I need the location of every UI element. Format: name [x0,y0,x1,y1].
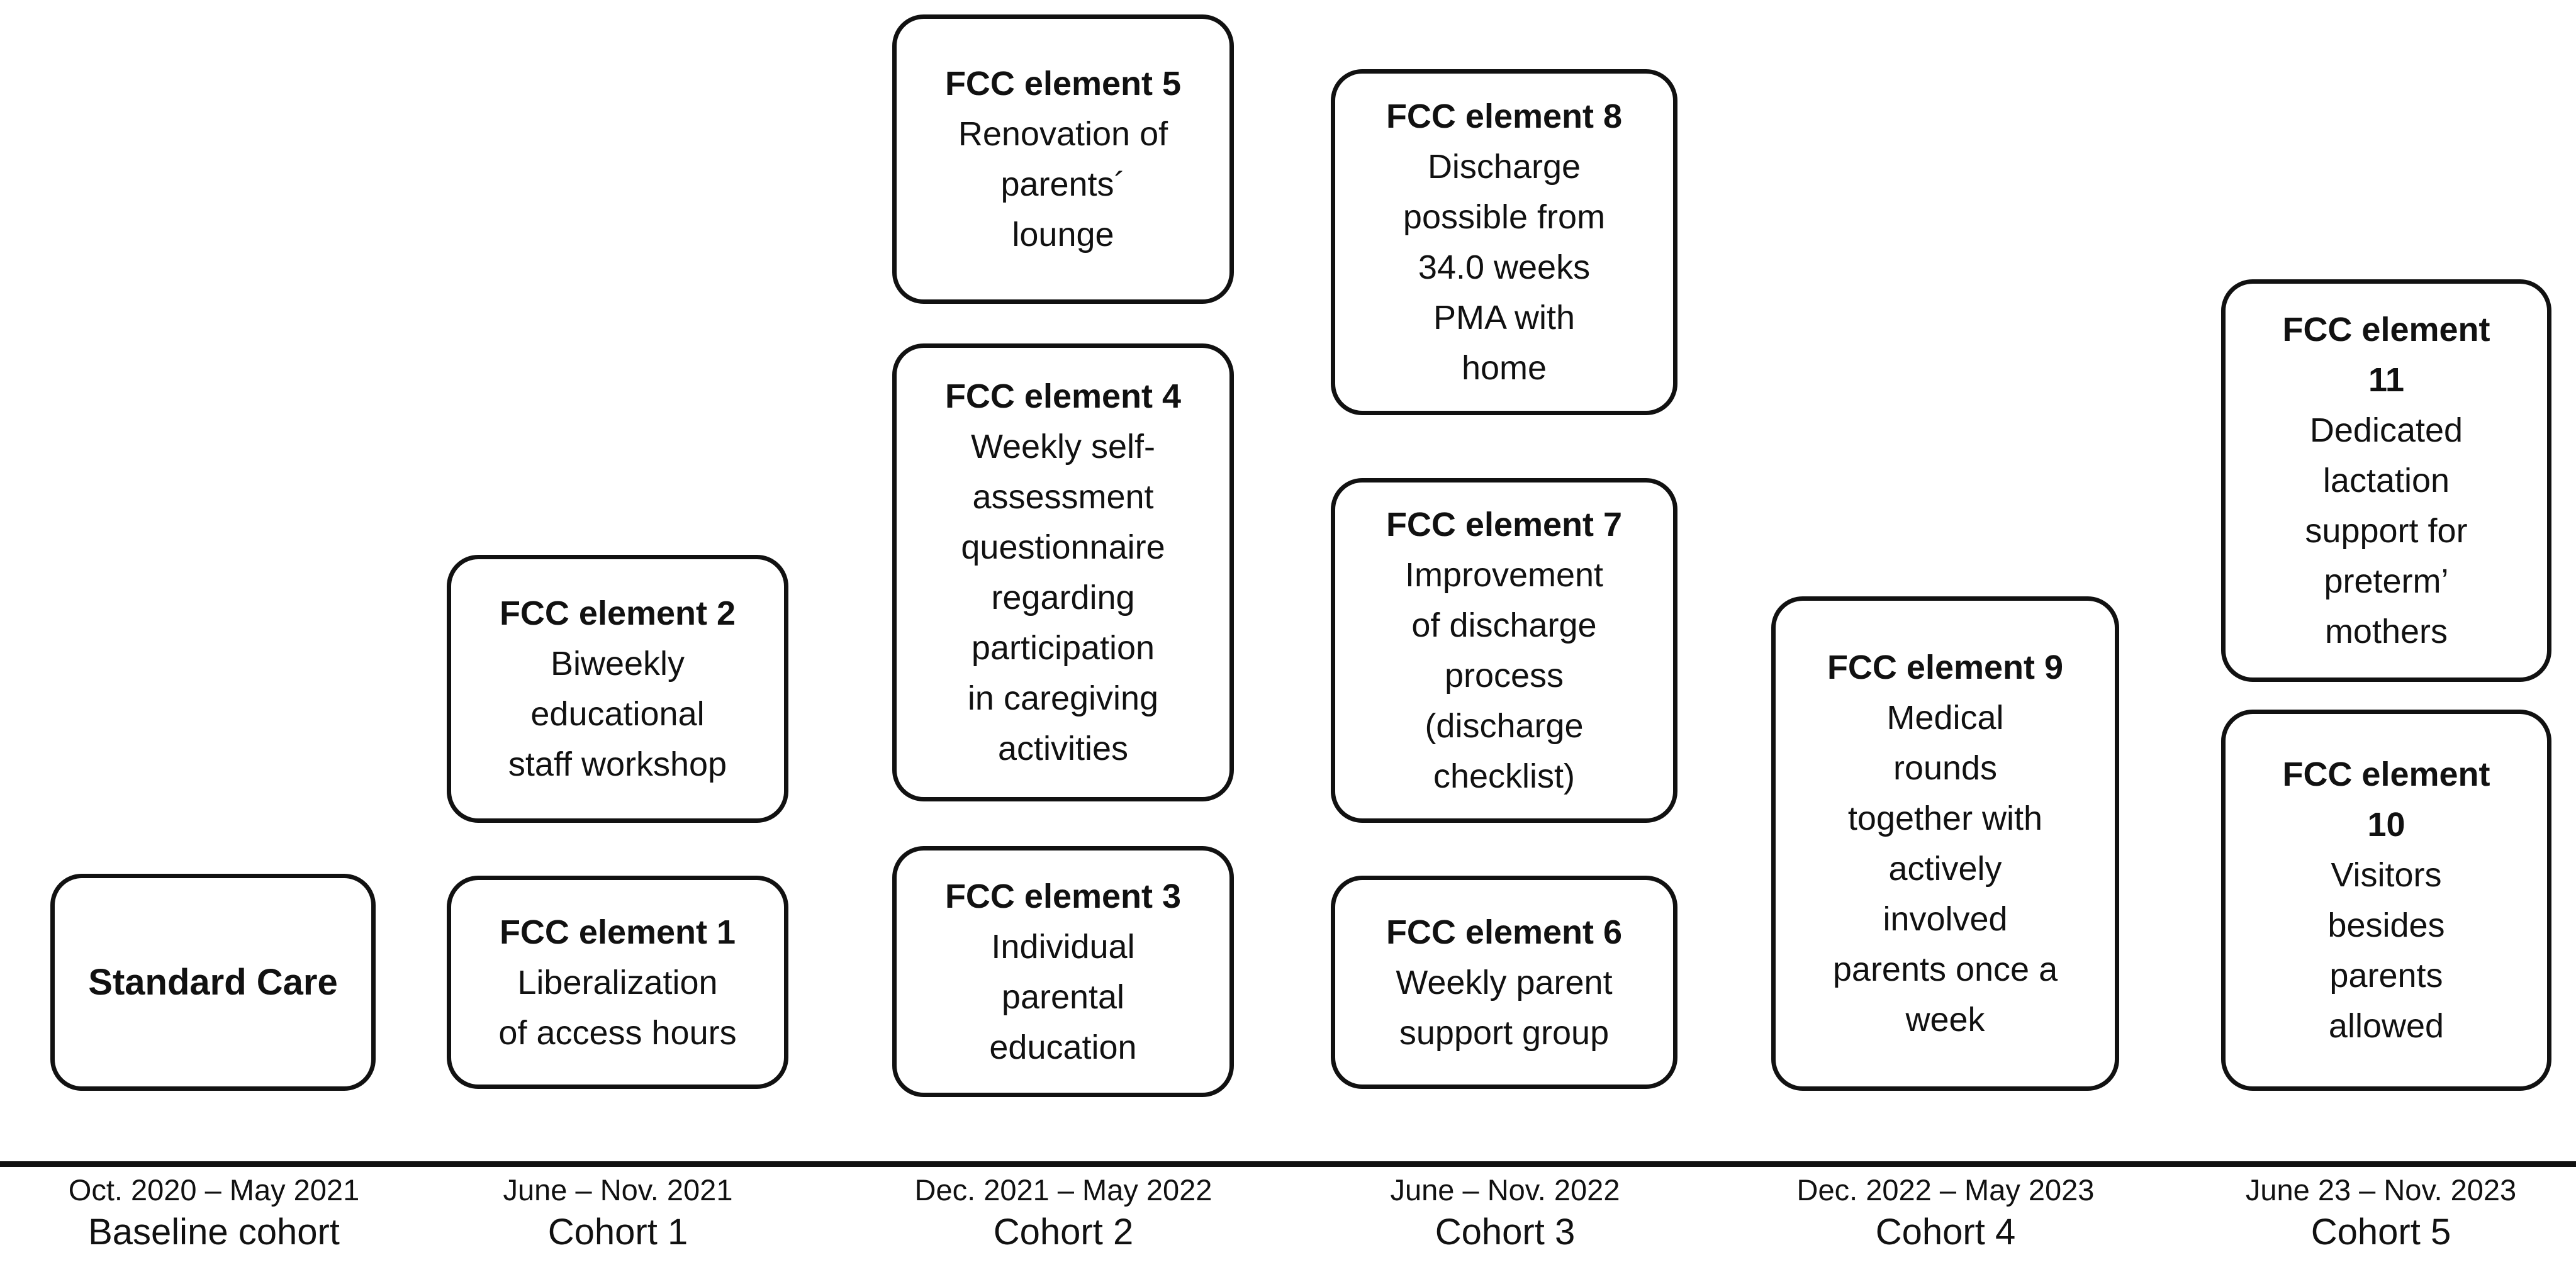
fcc-element-9-box: FCC element 9 Medical rounds together wi… [1771,596,2119,1091]
box-title: FCC element 9 [1827,649,2064,686]
box-title: FCC element 3 [944,877,1182,915]
fcc-element-4-box: FCC element 4 Weekly self- assessment qu… [892,343,1234,801]
timeline-dates-label: Dec. 2022 – May 2023 [1796,1173,2095,1207]
timeline-dates-label: Dec. 2021 – May 2022 [914,1173,1212,1207]
box-body: Liberalization of access hours [498,963,737,1052]
box-body: Individual parental education [989,927,1137,1066]
fcc-element-10-box: FCC element 10 Visitors besides parents … [2221,710,2551,1091]
box-body: Weekly parent support group [1396,963,1613,1052]
box-body: Improvement of discharge process (discha… [1404,556,1604,795]
box-title: FCC element 10 [2282,756,2490,844]
timeline-cohort-label: Cohort 2 [993,1212,1134,1252]
timeline-dates-label: Oct. 2020 – May 2021 [68,1173,360,1207]
box-title: FCC element 5 [944,65,1182,103]
timeline-axis [0,1161,2576,1167]
box-title: FCC element 11 [2282,311,2490,399]
box-title: FCC element 8 [1386,98,1623,135]
box-title: FCC element 7 [1386,506,1623,544]
timeline-cohort-label: Cohort 4 [1875,1212,2016,1252]
box-body: Medical rounds together with actively in… [1832,699,2058,1039]
fcc-element-3-box: FCC element 3 Individual parental educat… [892,846,1234,1097]
box-body: Discharge possible from 34.0 weeks PMA w… [1403,148,1606,387]
box-title: Standard Care [88,961,338,1003]
box-body: Weekly self- assessment questionnaire re… [961,428,1165,767]
box-title: FCC element 6 [1386,913,1623,951]
fcc-element-6-box: FCC element 6 Weekly parent support grou… [1331,876,1677,1089]
box-body: Dedicated lactation support for preterm’… [2305,411,2468,650]
fcc-element-7-box: FCC element 7 Improvement of discharge p… [1331,478,1677,823]
box-body: Renovation of parents´ lounge [958,115,1168,254]
timeline-cohort-label: Cohort 3 [1435,1212,1576,1252]
box-body: Biweekly educational staff workshop [508,645,727,783]
fcc-element-1-box: FCC element 1 Liberalization of access h… [447,876,788,1089]
timeline-dates-label: June 23 – Nov. 2023 [2245,1173,2517,1207]
box-title: FCC element 2 [499,594,736,632]
timeline-dates-label: June – Nov. 2022 [1390,1173,1620,1207]
timeline-cohort-label: Baseline cohort [88,1212,340,1252]
timeline-dates-label: June – Nov. 2021 [503,1173,733,1207]
fcc-element-5-box: FCC element 5 Renovation of parents´ lou… [892,14,1234,304]
fcc-element-2-box: FCC element 2 Biweekly educational staff… [447,555,788,823]
standard-care-box: Standard Care [50,874,376,1091]
box-title: FCC element 4 [944,377,1182,415]
fcc-element-11-box: FCC element 11 Dedicated lactation suppo… [2221,279,2551,682]
fcc-element-8-box: FCC element 8 Discharge possible from 34… [1331,69,1677,415]
box-title: FCC element 1 [499,913,736,951]
box-body: Visitors besides parents allowed [2327,856,2445,1045]
timeline-cohort-label: Cohort 5 [2310,1212,2451,1252]
timeline-cohort-label: Cohort 1 [547,1212,688,1252]
